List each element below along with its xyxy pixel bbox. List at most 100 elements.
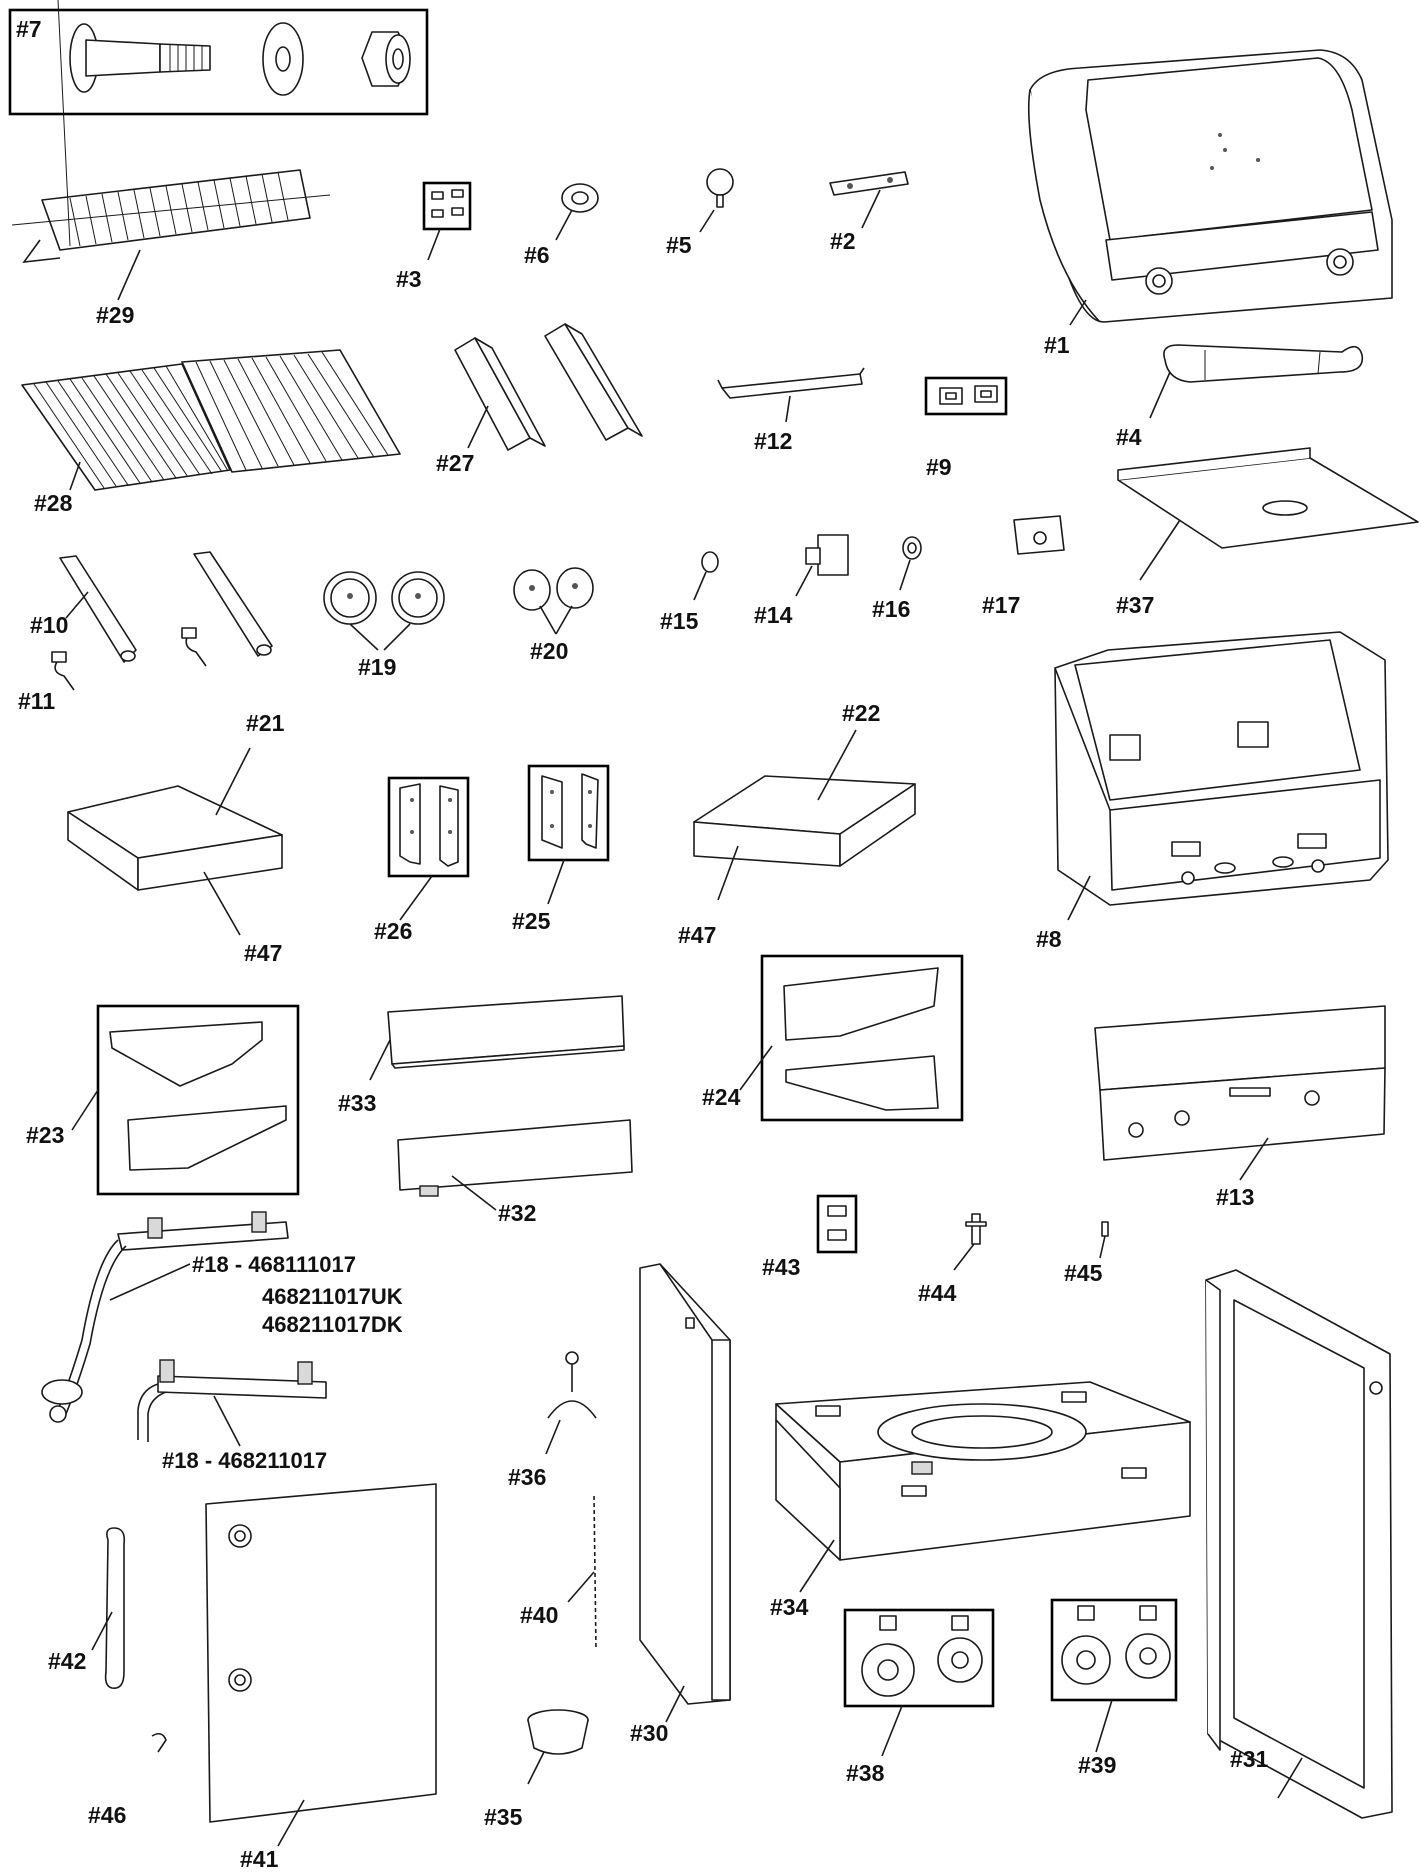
label-part-44: #44 [918, 1280, 957, 1306]
part-15-nut [693, 551, 719, 601]
part-1-lid [1027, 49, 1393, 326]
label-part-9: #9 [926, 454, 952, 480]
part-41-door [205, 1483, 437, 1847]
label-part-36: #36 [508, 1464, 547, 1490]
label-part-42: #42 [48, 1648, 87, 1674]
label-part-17: #17 [982, 592, 1021, 618]
part-43-clips [816, 1194, 858, 1254]
label-part-47-right: #47 [678, 922, 717, 948]
part-16-button [899, 536, 922, 591]
label-part-30: #30 [630, 1720, 669, 1746]
label-part-4: #4 [1116, 424, 1142, 450]
part-26-brackets [387, 776, 470, 921]
part-24-shelf-supports [739, 954, 964, 1122]
label-part-39: #39 [1078, 1752, 1117, 1778]
label-part-29: #29 [96, 302, 135, 328]
label-part-12: #12 [754, 428, 793, 454]
part-21-side-shelf [67, 747, 283, 936]
part-29-warming-rack [11, 0, 331, 301]
label-part-43: #43 [762, 1254, 801, 1280]
label-part-34: #34 [770, 1594, 809, 1620]
label-part-8: #8 [1036, 926, 1062, 952]
part-7-hardware [8, 8, 429, 116]
label-part-14: #14 [754, 602, 793, 628]
label-part-18-uk: 468211017UK [262, 1284, 403, 1309]
label-part-19: #19 [358, 654, 397, 680]
label-part-13: #13 [1216, 1184, 1255, 1210]
part-18-manifold-b [137, 1359, 327, 1447]
part-4-handle [1149, 344, 1364, 419]
label-part-5: #5 [666, 232, 692, 258]
part-2-hinge [829, 171, 909, 229]
part-34-bottom-tray [775, 1381, 1191, 1593]
label-part-33: #33 [338, 1090, 377, 1116]
label-part-16: #16 [872, 596, 911, 622]
label-part-2: #2 [830, 228, 856, 254]
part-3-clips [422, 181, 472, 261]
label-part-45: #45 [1064, 1260, 1103, 1286]
part-6-bezel [555, 183, 599, 241]
part-46-screw [151, 1732, 167, 1753]
part-35-grease-cup [527, 1709, 589, 1785]
label-part-7: #7 [16, 16, 42, 42]
part-37-grease-tray [1117, 447, 1419, 581]
part-45-screw [1099, 1221, 1109, 1259]
part-33-rail [369, 995, 625, 1081]
label-part-37: #37 [1116, 592, 1155, 618]
label-part-21: #21 [246, 710, 285, 736]
part-39-casters [1050, 1598, 1178, 1753]
part-25-brackets [527, 764, 610, 905]
label-part-3: #3 [396, 266, 422, 292]
label-part-38: #38 [846, 1760, 885, 1786]
part-32-rail [397, 1119, 633, 1211]
label-part-40: #40 [520, 1602, 559, 1628]
label-part-24: #24 [702, 1084, 741, 1110]
label-part-28: #28 [34, 490, 73, 516]
part-5-thermometer [699, 168, 734, 233]
label-part-41: #41 [240, 1846, 279, 1872]
label-part-27: #27 [436, 450, 475, 476]
label-part-26: #26 [374, 918, 413, 944]
part-23-shelf-supports [71, 1004, 300, 1196]
label-part-11: #11 [18, 688, 56, 714]
label-part-18-alt: #18 - 468211017 [162, 1448, 328, 1473]
part-13-control-panel [1094, 1005, 1386, 1181]
label-part-15: #15 [660, 608, 699, 634]
part-8-firebox [1054, 631, 1389, 921]
part-31-frame [1205, 1269, 1393, 1819]
part-17-bracket [1013, 515, 1065, 555]
part-10-burners [59, 551, 273, 663]
part-36-hook [545, 1351, 597, 1455]
part-9-clips [924, 376, 1008, 416]
part-18-manifold-a [41, 1211, 289, 1423]
label-part-46: #46 [88, 1802, 127, 1828]
part-27-heat-tents [454, 323, 643, 451]
part-42-door-handle [91, 1527, 126, 1689]
label-part-18-dk: 468211017DK [262, 1312, 403, 1337]
label-part-23: #23 [26, 1122, 65, 1148]
part-40-chain [567, 1495, 597, 1651]
label-part-18-primary: #18 - 468111017 [192, 1252, 356, 1277]
label-part-20: #20 [530, 638, 569, 664]
part-20-bezels [513, 567, 594, 635]
label-part-47-left: #47 [244, 940, 283, 966]
part-14-igniter [795, 534, 849, 597]
part-11-electrode [51, 627, 207, 691]
label-part-35: #35 [484, 1804, 523, 1830]
label-part-22: #22 [842, 700, 881, 726]
label-part-31: #31 [1230, 1746, 1269, 1772]
part-12-strip [717, 367, 865, 423]
part-22-side-shelf [693, 729, 916, 901]
part-44-pin [953, 1213, 987, 1271]
part-30-side-panel [639, 1263, 731, 1723]
label-part-1: #1 [1044, 332, 1070, 358]
label-part-6: #6 [524, 242, 550, 268]
part-28-cooking-grates [21, 349, 401, 491]
part-38-casters [843, 1608, 995, 1757]
label-part-10: #10 [30, 612, 69, 638]
part-19-control-knobs [323, 571, 445, 651]
label-part-25: #25 [512, 908, 551, 934]
label-part-32: #32 [498, 1200, 537, 1226]
